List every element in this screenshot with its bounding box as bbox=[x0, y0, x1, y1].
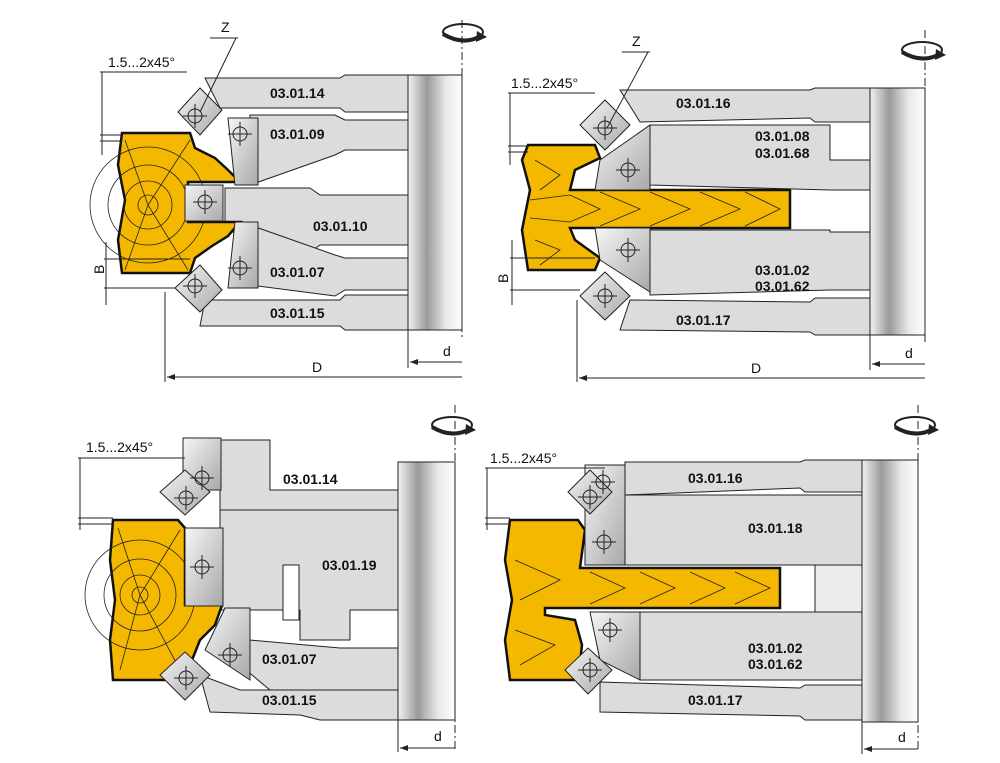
part-label: 03.01.07 bbox=[270, 264, 325, 280]
part-label: 03.01.07 bbox=[262, 651, 317, 667]
part-label: 03.01.17 bbox=[676, 312, 731, 328]
rotation-direction-icon bbox=[430, 415, 478, 437]
part-label: 03.01.15 bbox=[270, 305, 325, 321]
rotation-direction-icon bbox=[441, 22, 489, 44]
panel-bottom-right: 1.5...2x45° d 03.01.16 03.01.18 03.01.02… bbox=[485, 405, 941, 754]
part-label: 03.01.15 bbox=[262, 692, 317, 708]
pin bbox=[282, 564, 300, 621]
part-label: 03.01.02 bbox=[748, 640, 803, 656]
knife bbox=[594, 227, 651, 293]
cutter-body-03-01-17 bbox=[619, 297, 871, 336]
hub bbox=[861, 459, 919, 723]
knife bbox=[594, 124, 651, 191]
knife bbox=[564, 647, 613, 695]
knife bbox=[204, 607, 251, 681]
chamfer-label: 1.5...2x45° bbox=[86, 439, 153, 455]
part-label: 03.01.18 bbox=[748, 520, 803, 536]
knife bbox=[159, 651, 211, 701]
cutter-body-03-01-02 bbox=[624, 611, 863, 681]
d-dimension-label: d bbox=[434, 728, 442, 744]
wood-grain bbox=[529, 159, 781, 266]
z-label: Z bbox=[632, 33, 641, 49]
rotation-direction-icon bbox=[893, 415, 941, 437]
part-label: 03.01.16 bbox=[688, 470, 743, 486]
hub bbox=[869, 87, 926, 336]
cutter-body-03-01-16 bbox=[619, 87, 871, 123]
d-dimension-label: d bbox=[898, 729, 906, 745]
part-label: 03.01.14 bbox=[283, 471, 338, 487]
panel-bottom-left: 1.5...2x45° d 03.01.14 03.01.19 03.01.07… bbox=[78, 405, 478, 752]
wood-grain bbox=[514, 559, 771, 666]
knife bbox=[227, 221, 259, 289]
part-label: 03.01.02 bbox=[755, 262, 810, 278]
d-dimension-label: d bbox=[443, 343, 451, 359]
hub bbox=[397, 461, 456, 721]
knife bbox=[184, 184, 224, 222]
d-dimension-label: d bbox=[905, 345, 913, 361]
part-label: 03.01.10 bbox=[313, 218, 368, 234]
part-label: 03.01.68 bbox=[755, 145, 810, 161]
b-dimension-label: B bbox=[91, 265, 107, 274]
part-label: 03.01.09 bbox=[270, 126, 325, 142]
chamfer-label: 1.5...2x45° bbox=[108, 54, 175, 70]
knife bbox=[227, 117, 259, 186]
cutter-body-03-01-18 bbox=[624, 494, 863, 566]
b-dimension-label: B bbox=[495, 274, 511, 283]
panel-top-left: Z 1.5...2x45° B D d 03.01.14 03.01.09 03… bbox=[89, 19, 489, 382]
cutter-body-03-01-16 bbox=[624, 459, 863, 496]
part-label: 03.01.62 bbox=[755, 278, 810, 294]
part-label: 03.01.14 bbox=[270, 85, 325, 101]
D-dimension-label: D bbox=[751, 360, 761, 376]
workpiece bbox=[503, 518, 782, 682]
rotation-direction-icon bbox=[900, 40, 948, 62]
hub bbox=[407, 74, 463, 331]
knife bbox=[589, 611, 641, 681]
panel-top-right: Z 1.5...2x45° B D d 03.01.16 03.01.08 03… bbox=[495, 30, 948, 382]
cutter-body-03-01-15 bbox=[199, 674, 399, 721]
z-label: Z bbox=[221, 19, 230, 35]
part-label: 03.01.17 bbox=[688, 692, 743, 708]
part-label: 03.01.08 bbox=[755, 128, 810, 144]
knife bbox=[174, 264, 223, 313]
part-label: 03.01.62 bbox=[748, 656, 803, 672]
part-label: 03.01.16 bbox=[676, 95, 731, 111]
wood-grain bbox=[89, 139, 207, 271]
D-dimension-label: D bbox=[312, 359, 322, 375]
workpiece bbox=[520, 143, 792, 272]
part-label: 03.01.19 bbox=[322, 557, 377, 573]
chamfer-label: 1.5...2x45° bbox=[490, 450, 557, 466]
spacer bbox=[814, 564, 863, 613]
chamfer-label: 1.5...2x45° bbox=[511, 75, 578, 91]
